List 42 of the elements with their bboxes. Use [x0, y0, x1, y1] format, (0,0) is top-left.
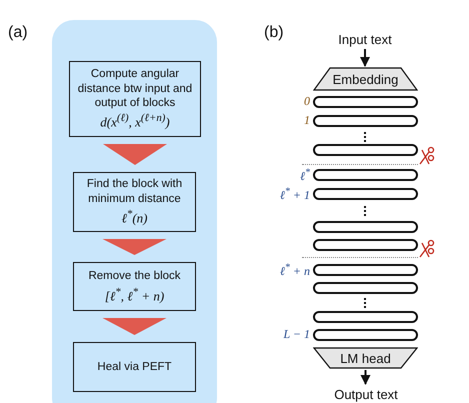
process-box	[73, 342, 196, 392]
process-box	[73, 172, 196, 232]
layer-index: ℓ$^{*}$ + n	[280, 262, 310, 279]
layer-block	[313, 221, 418, 233]
layer-block	[313, 282, 418, 294]
layer-block	[313, 329, 418, 341]
panel-label: (a)	[8, 24, 28, 42]
layer-block	[313, 311, 418, 323]
embedding-block	[313, 67, 418, 91]
layer-index: 0	[304, 94, 310, 109]
panel-label: (b)	[264, 24, 284, 42]
layer-block	[313, 144, 418, 156]
arrow	[102, 318, 166, 335]
step-text: Remove the block	[88, 269, 181, 284]
layer-block	[313, 96, 418, 108]
io-label: Input text	[325, 30, 405, 48]
block-label: Embedding	[332, 72, 398, 86]
layer-block	[313, 169, 418, 181]
arrow	[102, 239, 166, 255]
process-box	[73, 262, 196, 311]
layer-index: 1	[304, 113, 310, 128]
layer-block	[313, 115, 418, 127]
output-head-block	[313, 347, 418, 369]
process-box	[69, 61, 201, 137]
arrow	[103, 144, 167, 165]
layer-index: L − 1	[283, 327, 310, 342]
math-formula: [ℓ$^{*}$, ℓ$^{*}$ + n)	[104, 286, 164, 304]
arrow	[360, 49, 370, 67]
layer-index: ℓ$^{*}$	[300, 167, 310, 184]
io-label: Output text	[320, 385, 412, 403]
block-label: LM head	[340, 350, 391, 366]
math-formula: d(x$^{(ℓ)}$, x$^{(ℓ+n)}$)	[100, 112, 170, 131]
layer-block	[313, 264, 418, 276]
math-formula: ℓ$^{*}$(n)	[121, 208, 148, 227]
step-text: Compute angular distance btw input and output of blocks	[76, 67, 194, 110]
layer-block	[313, 239, 418, 251]
arrow	[360, 370, 370, 385]
step-text: Find the block with minimum distance	[86, 177, 184, 206]
layer-block	[313, 188, 418, 200]
step-text: Heal via PEFT	[97, 360, 172, 374]
panel-background	[52, 20, 217, 403]
layer-index: ℓ$^{*}$ + 1	[280, 186, 310, 203]
